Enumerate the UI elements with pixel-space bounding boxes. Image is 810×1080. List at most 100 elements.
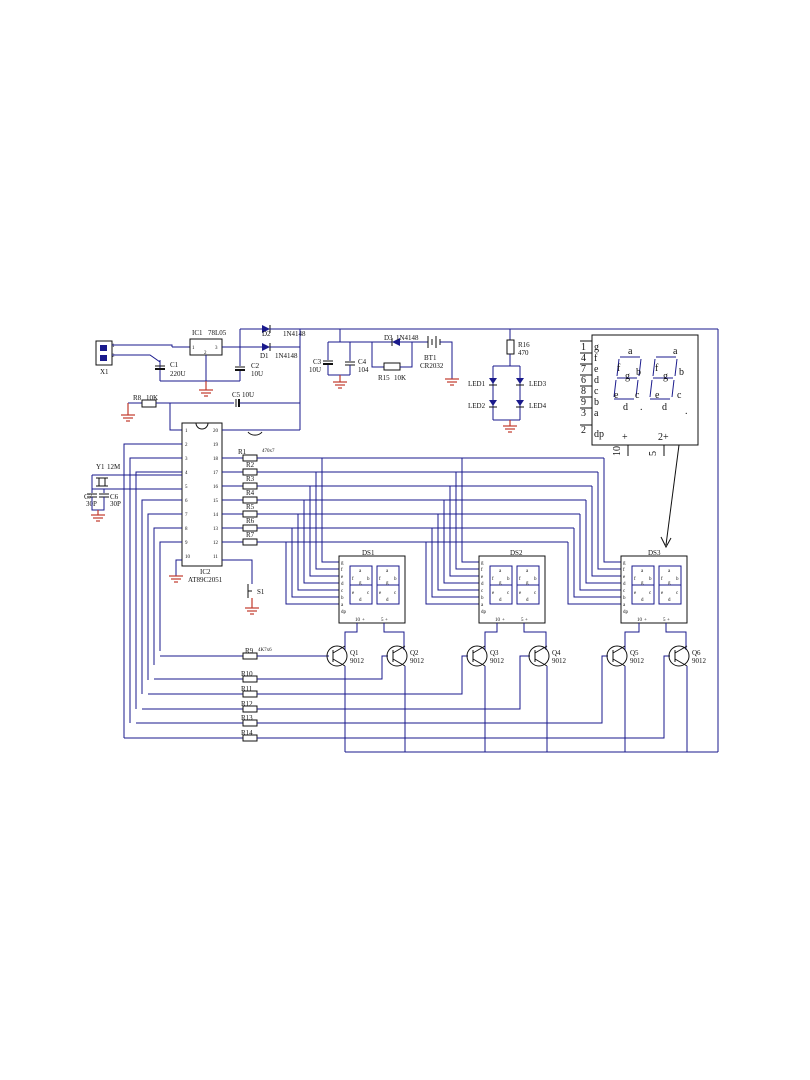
ds3-pin-dp: dp [623,610,629,615]
ds1-d1-seg-f: f [352,577,354,582]
d3-ref: D3 [384,334,393,342]
ds2-pin-a: a [481,603,484,608]
ds3-ref: DS3 [648,549,661,557]
detail-arrow-line [665,444,680,546]
r1-value: 470x7 [262,449,275,454]
mcu-pin-13: 13 [213,527,219,532]
ds1-common-mark-2: + [385,618,388,623]
r6-ref: R6 [246,517,255,525]
c2-value: 10U [251,370,263,378]
q4-part: 9012 [552,657,567,665]
display-pinout-detail: 1 4 7 6 8 9 3 2 g f e d c b a dp a f b g… [580,334,699,549]
q2-ref: Q2 [410,649,419,657]
ds1-d1-seg-a: a [359,569,362,574]
ds1-d2-seg-g: g [386,581,389,586]
detail-d2-c: c [677,390,682,401]
detail-d1-d: d [623,402,628,413]
ds3-d2-seg-e: e [661,591,664,596]
c5-value: 10U [242,391,254,399]
detail-d1-f: f [617,363,621,374]
ds3-d1-seg-f: f [634,577,636,582]
ds2-d2-seg-d: d [526,598,529,603]
ds2-pin-dp: dp [481,610,487,615]
detail-d1-c: c [635,390,640,401]
display-ds1: DS1 g f e d c b a dp a f b g e c d a f b… [285,458,406,650]
mcu-pin-16: 16 [213,485,219,490]
ds2-d2-seg-f: f [519,577,521,582]
detail-pin-num-4: 4 [581,353,586,364]
ds3-d2-seg-c: c [676,591,679,596]
d2-part: 1N4148 [283,330,306,338]
led1-label: LED1 [468,380,486,388]
ds1-d2-seg-e: e [379,591,382,596]
transistor-q3 [466,645,488,667]
mcu-pin-15: 15 [213,499,219,504]
detail-d2-b: b [679,367,684,378]
ds1-pin-a: a [341,603,344,608]
regulator-part: 78L05 [208,329,227,337]
ds2-pin-c: c [481,589,484,594]
ds3-pin-g: g [623,561,626,566]
ds2-common-5: 5 [521,618,524,623]
connector-pin2-label: 2 [112,354,115,359]
q3-ref: Q3 [490,649,499,657]
c1-ref: C1 [170,361,179,369]
detail-d1-dp: . [640,402,643,413]
c2-ref: C2 [251,362,260,370]
ds1-d2-seg-a: a [386,569,389,574]
mcu-pin-10: 10 [185,555,191,560]
regulator-pin3: 3 [215,346,218,351]
ds1-d2-seg-c: c [394,591,397,596]
detail-d2-d: d [662,402,667,413]
transistor-q2 [386,645,408,667]
ds3-pin-f: f [623,568,625,573]
mcu-pin-7: 7 [185,513,188,518]
resistor-r7 [242,538,258,546]
bt1-part: CR2032 [420,362,444,370]
crystal-value: 12M [107,463,121,471]
d2-ref: D2 [262,330,271,338]
ds1-d1-seg-b: b [367,577,370,582]
q1-part: 9012 [350,657,365,665]
ds2-d1-seg-d: d [499,598,502,603]
ds1-pin-d: d [341,582,344,587]
r8-ref: R8 [133,394,142,402]
transistor-q4 [528,645,550,667]
ds3-d2-seg-b: b [676,577,679,582]
segment-resistor-bank: R1 470x7 R2 R3 R4 R5 R6 R7 [222,448,275,546]
switch-ref: S1 [257,588,265,596]
q3-part: 9012 [490,657,505,665]
diode-d1 [262,343,270,351]
ds3-common-10: 10 [637,618,643,623]
detail-pin-num-9: 9 [581,397,586,408]
ds3-body [620,555,688,624]
d3-part: 1N4148 [396,334,419,342]
c1-value: 220U [170,370,186,378]
mcu-pin-5: 5 [185,485,188,490]
ds3-d1-seg-g: g [641,581,644,586]
segment-bus [123,443,604,738]
ds1-d1-seg-c: c [367,591,370,596]
ds2-pin-e: e [481,575,484,580]
connector-ref: X1 [100,368,109,376]
led2-icon [489,400,497,406]
ds3-d1-seg-a: a [641,569,644,574]
ds3-common-mark-2: + [667,618,670,623]
mcu-pin-3: 3 [185,457,188,462]
detail-pin-g: g [594,342,599,353]
c7-ref: C7 [84,493,93,501]
detail-pin-dp: dp [594,429,604,440]
display-ds3: DS3 g f e d c b a dp a f b g e c d a f b… [567,458,688,650]
mcu-pin-6: 6 [185,499,188,504]
ds2-common-10: 10 [495,618,501,623]
ds3-common-mark-1: + [644,618,647,623]
r15-value: 10K [394,374,406,382]
ds1-d2-seg-f: f [379,577,381,582]
connector-pin1-label: 1 [112,344,115,349]
ds1-body [338,555,406,624]
detail-arrow-head-icon [660,536,672,549]
led3-label: LED3 [529,380,547,388]
mcu-ic2 [181,422,223,567]
transistor-q1 [326,645,348,667]
q5-part: 9012 [630,657,645,665]
